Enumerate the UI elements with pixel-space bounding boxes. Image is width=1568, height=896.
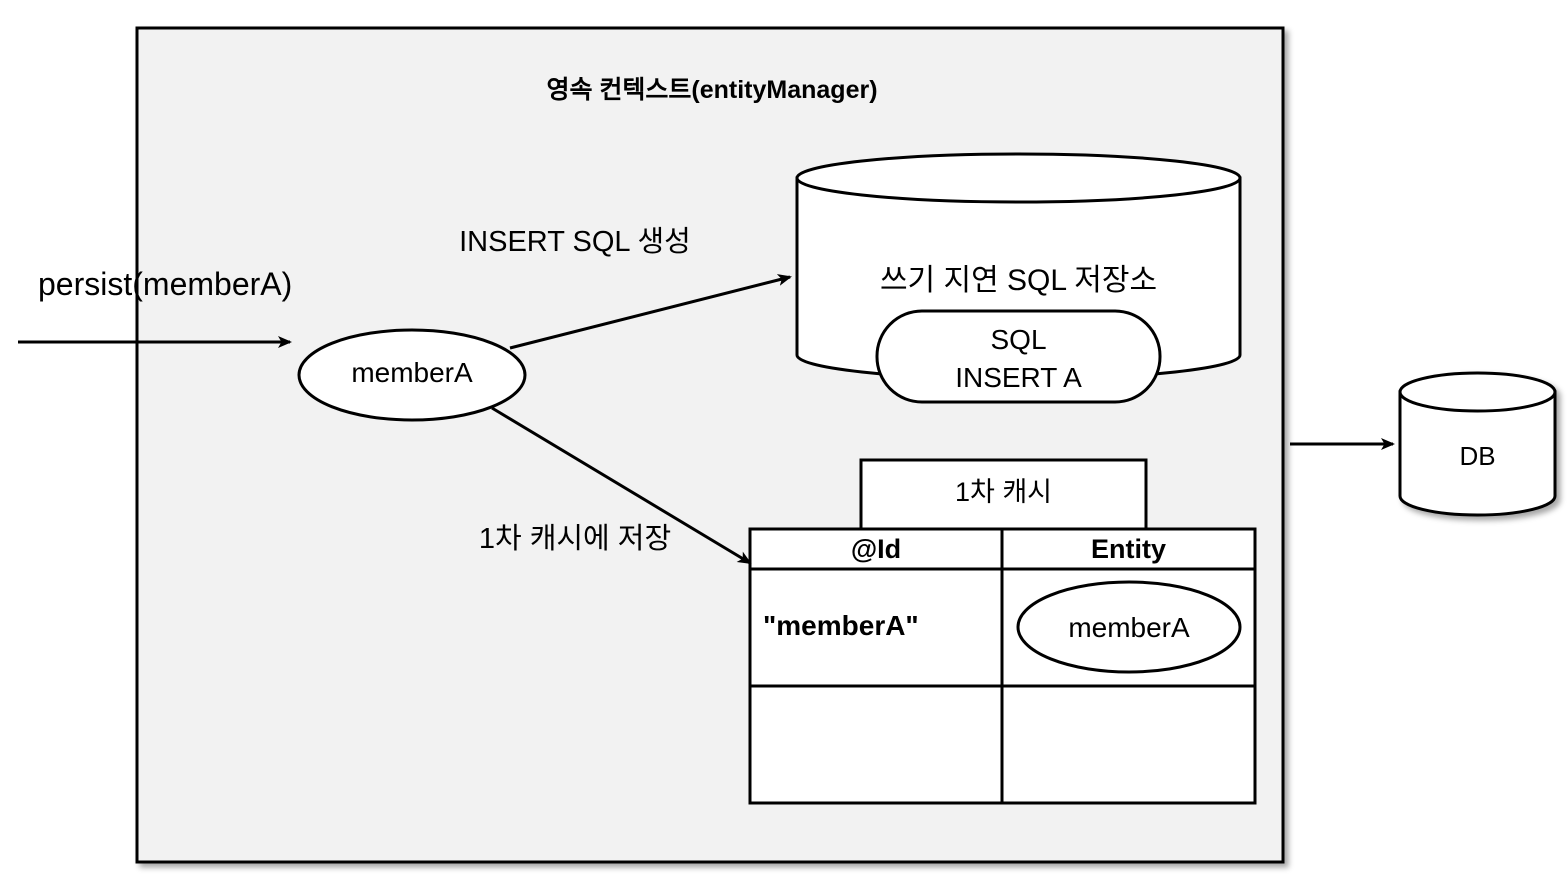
sql-insert-item-box xyxy=(875,309,1162,404)
cell-row0-entity: memberA xyxy=(1068,612,1190,643)
column-header-id: @Id xyxy=(850,534,902,564)
sql-store-label: 쓰기 지연 SQL 저장소 xyxy=(879,264,1158,297)
cell-row0-id: "memberA" xyxy=(763,610,919,641)
first-cache-tab-label: 1차 캐시 xyxy=(954,477,1053,507)
sql-item-line2: INSERT A xyxy=(955,362,1082,393)
cache-entity-ellipse xyxy=(1016,580,1242,674)
first-cache-table-shapes xyxy=(748,527,1257,805)
insert-sql-arrow xyxy=(509,274,792,350)
column-header-entity: Entity xyxy=(1090,534,1166,564)
insert-sql-edge-label: INSERT SQL 생성 xyxy=(459,226,691,258)
page-title: 영속 컨텍스트(entityManager) xyxy=(546,76,878,104)
first-cache-edge-label: 1차 캐시에 저장 xyxy=(478,523,672,555)
database-label: DB xyxy=(1459,441,1496,471)
first-cache-arrow xyxy=(491,406,752,565)
database-cylinder xyxy=(1398,371,1557,517)
persist-call-label: persist(memberA) xyxy=(38,266,293,302)
sql-item-line1: SQL xyxy=(990,324,1047,355)
member-a-entity-ellipse xyxy=(297,328,527,422)
member-a-entity-label: memberA xyxy=(351,357,473,388)
